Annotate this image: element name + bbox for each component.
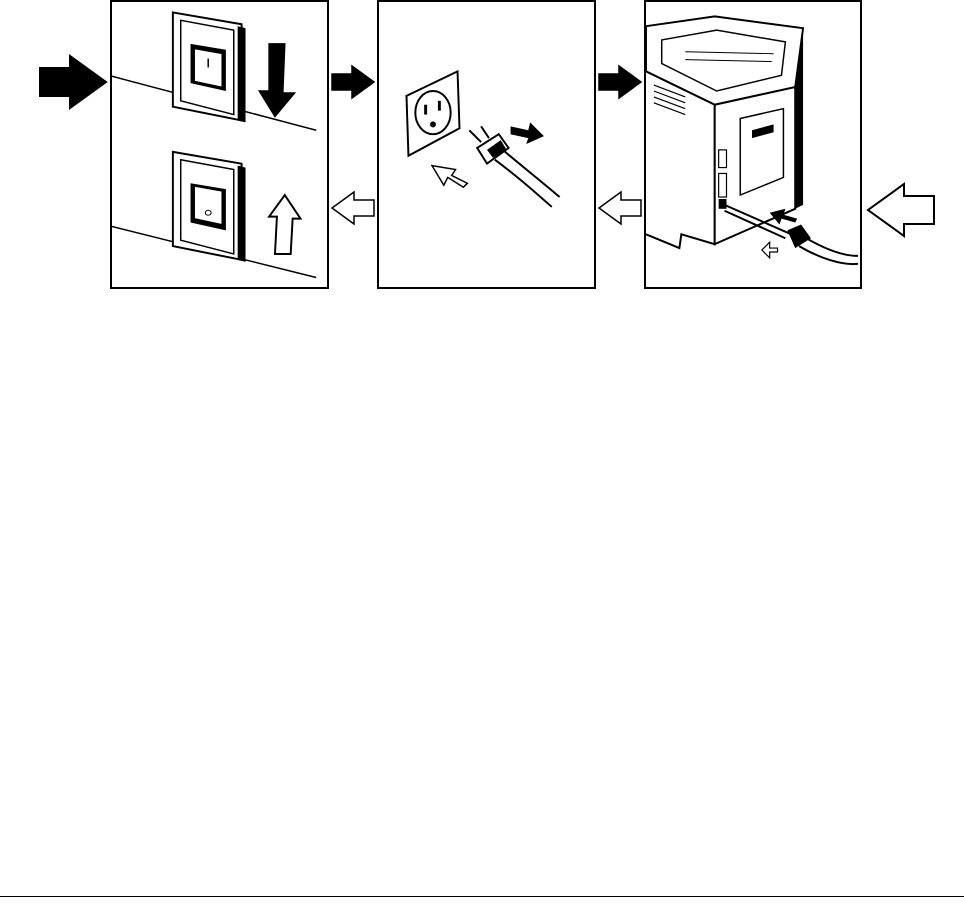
wall-outlet-illustration <box>379 2 594 287</box>
printer-rear-illustration <box>646 2 860 287</box>
switch-panel <box>110 0 329 289</box>
footer-rule <box>0 896 964 897</box>
outline-arrow-icon <box>597 190 643 226</box>
outlet-panel <box>377 0 596 289</box>
filled-arrow-icon <box>36 54 108 110</box>
printer-panel <box>644 0 862 289</box>
outline-arrow-icon <box>864 182 936 238</box>
filled-arrow-icon <box>597 64 643 100</box>
power-switch-illustration <box>112 2 327 287</box>
filled-arrow-icon <box>330 64 376 100</box>
outline-arrow-icon <box>330 190 376 226</box>
